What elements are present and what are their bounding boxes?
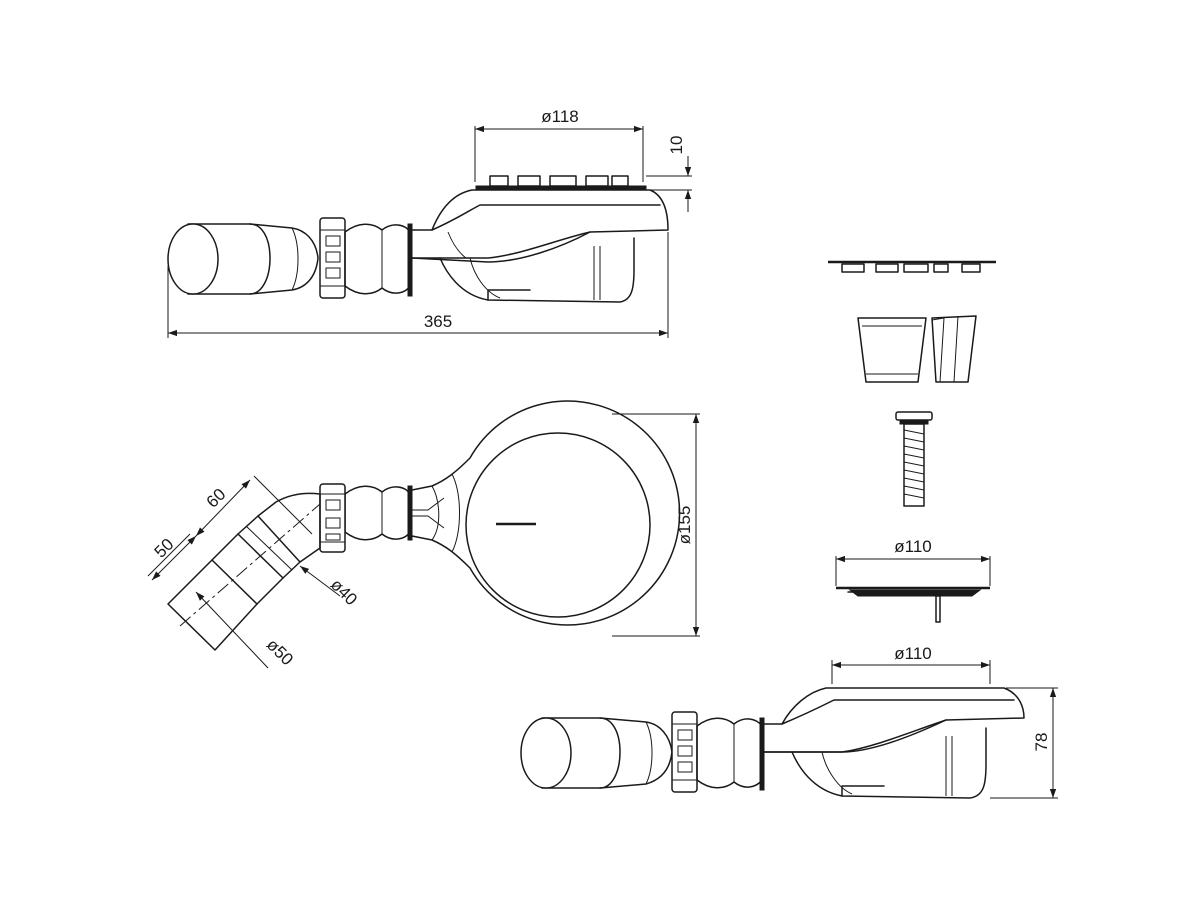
cover-plate: ø110 — [835, 537, 991, 623]
exploded-parts: ø110 — [828, 260, 996, 623]
dim-cover-diameter: ø110 — [894, 537, 932, 556]
fixing-screw — [895, 411, 933, 507]
outlet-pipe — [167, 223, 319, 295]
dim-side-height: 78 — [1032, 733, 1051, 752]
dim-overall-length: 365 — [424, 312, 452, 331]
side-view-bottom: ø110 78 — [520, 644, 1058, 799]
water-seal-cup — [857, 317, 927, 383]
dim-outer-diameter: ø50 — [263, 635, 297, 669]
grate-top-view — [475, 175, 647, 191]
dim-grate-height: 10 — [667, 136, 686, 155]
grate-part — [828, 260, 996, 273]
bulb-joint — [344, 223, 411, 295]
plan-view: ø155 60 50 ø40 ø50 — [147, 400, 700, 669]
dim-grate-diameter: ø118 — [541, 107, 579, 126]
dim-body-diameter: ø155 — [675, 506, 694, 545]
union-nut — [319, 217, 346, 299]
flange-ring — [407, 223, 413, 297]
dim-elbow-50: 50 — [151, 535, 178, 562]
side-view-top: ø118 10 365 — [167, 107, 692, 338]
dim-elbow-60: 60 — [203, 485, 230, 512]
seal-insert — [931, 315, 977, 383]
trap-body — [411, 189, 669, 303]
dim-side-cover-diameter: ø110 — [894, 644, 932, 663]
elbow-outlet — [167, 492, 321, 651]
body-outline — [411, 400, 681, 626]
dim-inner-diameter: ø40 — [327, 575, 361, 609]
